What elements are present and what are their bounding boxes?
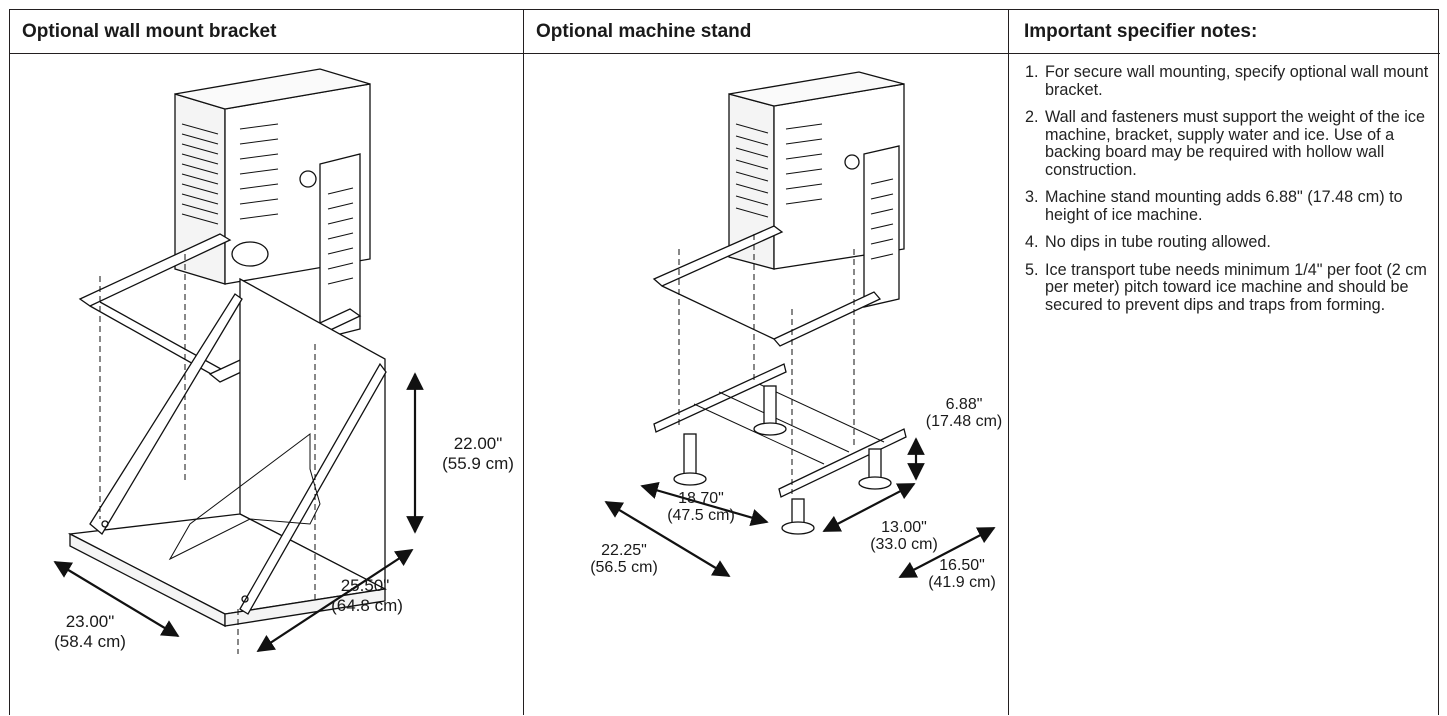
note-number: 3.: [1025, 188, 1039, 206]
bracket-width-imperial: 23.00": [66, 612, 115, 631]
stand-inner-width-imperial: 18.70": [678, 490, 724, 507]
dimension-labels: 6.88" (17.48 cm) 18.70" (47.5 cm) 22.25"…: [590, 396, 1002, 591]
dimension-labels: 22.00" (55.9 cm) 25.50" (64.8 cm) 23.00"…: [54, 434, 514, 651]
stand-outer-width-metric: (56.5 cm): [590, 559, 658, 576]
spec-sheet-table: Optional wall mount bracket: [9, 9, 1440, 715]
machine-stand-column: Optional machine stand: [523, 10, 1008, 715]
stand-inner-width-metric: (47.5 cm): [667, 507, 735, 524]
note-item: 4. No dips in tube routing allowed.: [1025, 233, 1434, 252]
note-number: 1.: [1025, 63, 1039, 81]
ice-machine-illustration: [78, 68, 371, 383]
note-item: 2. Wall and fasteners must support the we…: [1025, 108, 1434, 179]
note-number: 4.: [1025, 233, 1039, 251]
bracket-height-metric: (55.9 cm): [442, 454, 514, 473]
mount-guide-lines: [678, 234, 855, 494]
bracket-height-imperial: 22.00": [454, 434, 503, 453]
stand-height-metric: (17.48 cm): [926, 413, 1002, 430]
note-number: 5.: [1025, 260, 1039, 279]
notes-header: Important specifier notes:: [1009, 10, 1440, 54]
note-item: 3. Machine stand mounting adds 6.88" (17.…: [1025, 188, 1434, 224]
stand-outer-width-imperial: 22.25": [601, 542, 647, 559]
wall-bracket-drawing: 22.00" (55.9 cm) 25.50" (64.8 cm) 23.00"…: [53, 68, 514, 654]
note-number: 2.: [1025, 108, 1039, 126]
wall-bracket-header: Optional wall mount bracket: [10, 10, 523, 54]
stand-outer-depth-imperial: 16.50": [939, 557, 985, 574]
stand-inner-depth-imperial: 13.00": [881, 519, 927, 536]
dimension-arrows: [604, 437, 996, 578]
note-text: Machine stand mounting adds 6.88" (17.48…: [1045, 188, 1403, 224]
bracket-width-metric: (58.4 cm): [54, 632, 126, 651]
note-text: Wall and fasteners must support the weig…: [1045, 108, 1426, 179]
note-item: 5. Ice transport tube needs minimum 1/4" …: [1025, 260, 1434, 315]
notes-column: Important specifier notes: 1. For secure …: [1008, 10, 1440, 715]
note-text: For secure wall mounting, specify option…: [1045, 63, 1429, 99]
dimension-arrows: [53, 372, 424, 652]
stand-outer-depth-metric: (41.9 cm): [928, 574, 996, 591]
machine-stand-header: Optional machine stand: [524, 10, 1008, 54]
machine-stand-illustration: [653, 363, 907, 535]
stand-height-imperial: 6.88": [946, 396, 983, 413]
bracket-depth-metric: (64.8 cm): [331, 596, 403, 615]
note-item: 1. For secure wall mounting, specify opti…: [1025, 63, 1434, 99]
machine-stand-drawing: 6.88" (17.48 cm) 18.70" (47.5 cm) 22.25"…: [590, 71, 1002, 591]
bracket-depth-imperial: 25.50": [341, 576, 390, 595]
note-text: Ice transport tube needs minimum 1/4" pe…: [1045, 260, 1427, 314]
ice-machine-illustration: [652, 71, 905, 347]
note-text: No dips in tube routing allowed.: [1045, 233, 1271, 251]
stand-inner-depth-metric: (33.0 cm): [870, 536, 938, 553]
notes-list: 1. For secure wall mounting, specify opti…: [1009, 54, 1440, 314]
wall-bracket-column: Optional wall mount bracket: [10, 10, 523, 715]
